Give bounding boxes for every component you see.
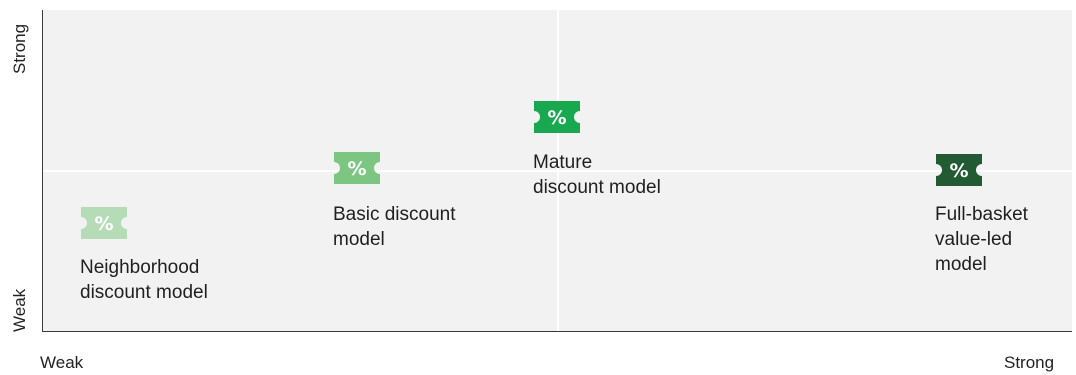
- discount-coupon-icon: %: [334, 152, 380, 184]
- item-label-neighborhood: Neighborhood discount model: [80, 257, 208, 303]
- svg-text:%: %: [347, 158, 366, 180]
- y-axis-top-label: Strong: [10, 23, 29, 74]
- y-axis-bottom-label: Weak: [10, 288, 29, 332]
- x-axis-left-label: Weak: [40, 353, 84, 372]
- item-label-full-basket: Full-basket value-led model: [935, 204, 1028, 275]
- svg-text:%: %: [949, 160, 968, 182]
- horizontal-divider: [43, 170, 1072, 172]
- svg-text:%: %: [547, 107, 566, 129]
- discount-coupon-icon: %: [936, 154, 982, 186]
- svg-text:%: %: [94, 213, 113, 235]
- item-label-basic: Basic discount model: [333, 204, 456, 250]
- x-axis-right-label: Strong: [1004, 353, 1055, 372]
- matrix-plot-area: [42, 10, 1072, 332]
- item-label-mature: Mature discount model: [533, 152, 661, 198]
- discount-coupon-icon: %: [81, 207, 127, 239]
- discount-coupon-icon: %: [534, 101, 580, 133]
